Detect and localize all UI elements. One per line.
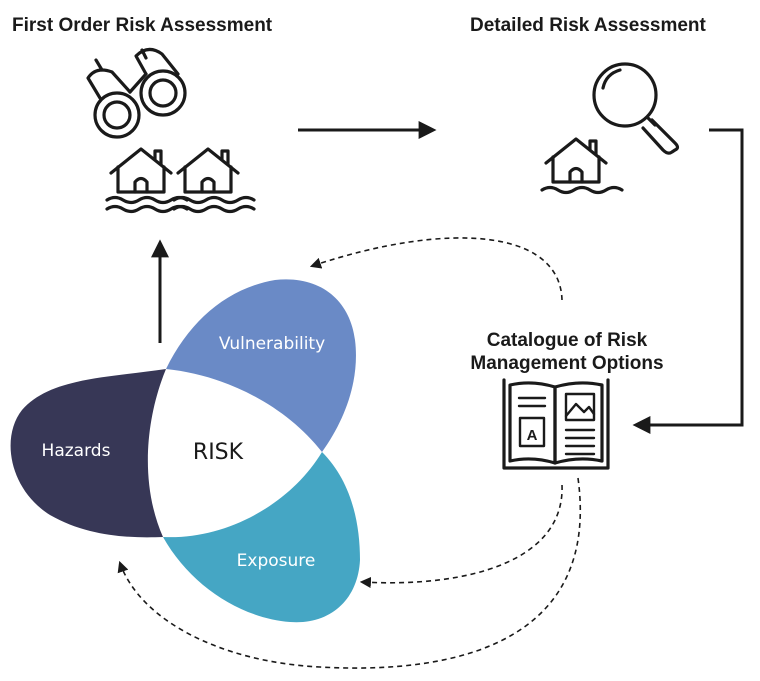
- magnifying-glass-icon: [592, 62, 680, 155]
- binoculars-icon: [86, 47, 187, 139]
- flooded-house-icon: [105, 147, 189, 214]
- flooded-house-icon: [540, 137, 624, 195]
- arrow-detailed-to-catalogue: [632, 128, 744, 434]
- open-book-icon: A: [502, 378, 610, 470]
- first-order-title: First Order Risk Assessment: [12, 15, 273, 36]
- vulnerability-petal: [166, 279, 356, 452]
- vulnerability-label: Vulnerability: [219, 334, 325, 354]
- exposure-petal: [163, 452, 360, 623]
- book-letter: A: [527, 427, 538, 444]
- risk-center-label: RISK: [193, 440, 244, 465]
- flooded-house-icon: [172, 147, 256, 214]
- catalogue-title-line1: Catalogue of Risk: [487, 330, 648, 351]
- hazards-label: Hazards: [42, 441, 111, 461]
- dashed-arrow-catalogue-to-exposure: [359, 484, 563, 589]
- detailed-title: Detailed Risk Assessment: [470, 15, 707, 36]
- catalogue-title-line2: Management Options: [470, 353, 663, 374]
- dashed-arrow-catalogue-to-vulnerability: [309, 237, 563, 301]
- exposure-label: Exposure: [237, 551, 316, 571]
- hazards-petal: [10, 369, 167, 538]
- dashed-arrow-catalogue-to-hazards: [117, 477, 581, 669]
